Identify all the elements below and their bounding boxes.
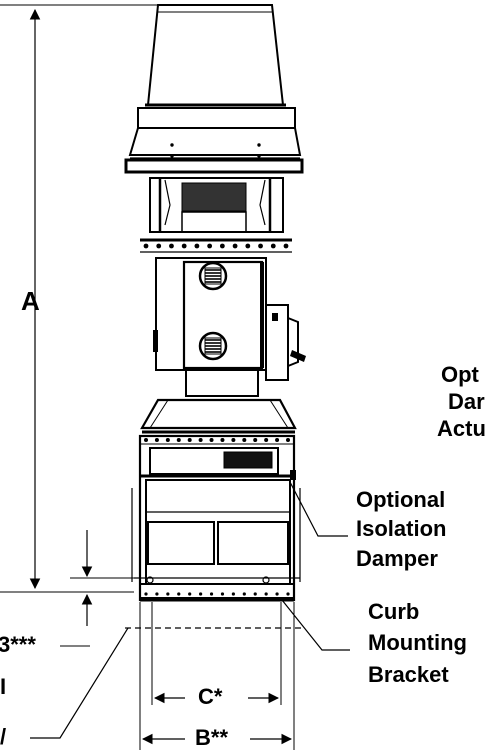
dimension-a-line: [0, 4, 158, 593]
leader-curb-bracket: [281, 599, 350, 651]
dimension-c-label: C*: [198, 684, 223, 709]
bolt: [242, 438, 247, 442]
callout-actuator-line-1: Opt: [441, 362, 479, 387]
vent-grille-upper-slats: [205, 269, 221, 283]
callout-isolation-line-2: Isolation: [356, 516, 447, 541]
bolt: [144, 592, 148, 596]
curb-mounting-bracket: [134, 576, 300, 602]
dimension-base-gap: [70, 530, 134, 626]
bolt: [270, 243, 276, 249]
bolt: [258, 243, 263, 249]
fan-housing: [153, 257, 267, 371]
bolt: [169, 243, 174, 249]
bolt: [155, 592, 159, 596]
bolt: [253, 438, 258, 442]
bolt: [264, 438, 269, 442]
bolt: [188, 592, 192, 596]
bolt: [219, 243, 225, 249]
discharge-cone: [145, 4, 286, 107]
bolt: [231, 438, 236, 442]
bolt: [143, 243, 149, 249]
bolt: [275, 592, 279, 596]
edge-fragment-slash: /: [0, 724, 7, 749]
bolt: [166, 592, 170, 596]
bolt: [286, 592, 290, 596]
damper-bolts: [144, 438, 290, 596]
bolt: [283, 243, 289, 249]
callout-actuator-line-3: Actu: [437, 416, 486, 441]
damper-actuator: [265, 304, 306, 381]
bolt: [194, 243, 200, 249]
bolt: [264, 592, 268, 596]
bolt: [207, 243, 213, 249]
leader-left-bottom: [30, 627, 129, 739]
edge-fragment-i: I: [0, 674, 7, 699]
bolt: [177, 592, 181, 596]
motor-base: [185, 369, 259, 397]
bolt: [209, 438, 214, 442]
bolt: [144, 438, 148, 442]
callout-isolation-line-1: Optional: [356, 487, 446, 512]
bolt: [154, 438, 159, 442]
dimension-a-label: A: [21, 286, 40, 316]
dimension-b-label: B**: [195, 725, 229, 750]
flange-bolts: [143, 243, 289, 249]
isolation-damper-housing: [131, 434, 301, 602]
curb-outline: [125, 602, 305, 750]
callout-bracket-line-3: Bracket: [368, 662, 449, 687]
callout-actuator-line-2: Dar: [448, 389, 485, 414]
bolt: [245, 243, 251, 249]
bolt: [198, 438, 203, 442]
bolt: [156, 243, 162, 249]
callout-bracket-line-2: Mounting: [368, 630, 467, 655]
upper-flange: [140, 238, 292, 253]
leader-isolation-damper: [289, 481, 348, 537]
bolt: [176, 438, 181, 442]
vent-grille-lower-slats: [205, 339, 221, 353]
bolt: [165, 438, 170, 442]
bolt: [220, 438, 225, 442]
bolt: [187, 438, 192, 442]
bolt: [232, 243, 238, 249]
bolt: [199, 592, 203, 596]
bolt: [275, 438, 280, 442]
bolt: [231, 592, 235, 596]
bolt: [181, 243, 187, 249]
transition-section: [140, 398, 297, 434]
nozzle-housing: [149, 177, 284, 233]
callout-bracket-line-1: Curb: [368, 599, 420, 624]
dimension-d-label: 3***: [0, 632, 36, 657]
bolt: [209, 592, 214, 596]
callout-isolation-line-3: Damper: [356, 546, 438, 571]
bolt: [253, 592, 257, 596]
bolt: [220, 592, 225, 596]
windband: [124, 107, 304, 174]
bolt: [286, 438, 290, 442]
bolt: [242, 592, 246, 596]
